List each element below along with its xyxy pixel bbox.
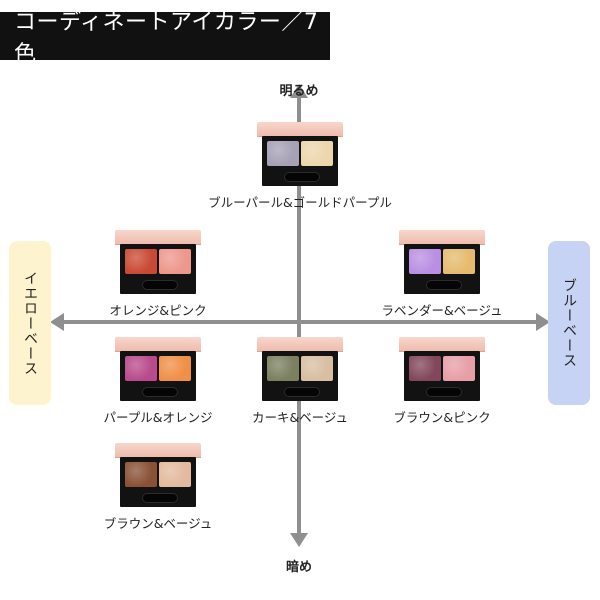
shadow-pan-right: [159, 462, 191, 487]
applicator-brush-icon: [284, 387, 320, 397]
yellow-base-label: イエローベース: [22, 270, 38, 376]
compact-base: [404, 244, 480, 294]
palette-orange-pink: オレンジ&ピンク: [109, 230, 207, 318]
applicator-brush-icon: [142, 280, 178, 290]
axis-label-dark: 暗め: [285, 560, 313, 575]
yellow-base-badge: イエローベース: [9, 241, 51, 405]
palette-label: カーキ&ベージュ: [251, 410, 349, 425]
shadow-pan-left: [267, 356, 299, 381]
shadow-pan-left: [125, 249, 157, 274]
applicator-brush-icon: [142, 493, 178, 503]
arrow-down-icon: [290, 533, 308, 547]
eyeshadow-compact: [115, 337, 201, 401]
compact-lid: [115, 443, 201, 457]
eyeshadow-compact: [115, 230, 201, 294]
palette-purple-orange: パープル&オレンジ: [104, 337, 213, 425]
axis-label-bright: 明るめ: [279, 84, 319, 99]
blue-base-badge: ブルーベース: [548, 241, 590, 405]
shadow-pan-left: [409, 249, 441, 274]
compact-base: [404, 351, 480, 401]
compact-lid: [115, 337, 201, 351]
eyeshadow-compact: [257, 122, 343, 186]
eyeshadow-compact: [399, 230, 485, 294]
palette-lavender-beige: ラベンダー&ベージュ: [381, 230, 503, 318]
compact-lid: [257, 122, 343, 136]
applicator-brush-icon: [426, 280, 462, 290]
palette-label: オレンジ&ピンク: [109, 303, 207, 318]
palette-blue-pearl-gold-purple: ブルーパール&ゴールドパープル: [208, 122, 392, 210]
applicator-brush-icon: [284, 172, 320, 182]
compact-lid: [399, 230, 485, 244]
compact-base: [120, 457, 196, 507]
palette-brown-pink: ブラウン&ピンク: [393, 337, 491, 425]
shadow-pan-left: [125, 356, 157, 381]
blue-base-label: ブルーベース: [561, 278, 577, 368]
arrow-up-icon: [290, 84, 308, 98]
palette-label: ブルーパール&ゴールドパープル: [208, 195, 392, 210]
compact-lid: [115, 230, 201, 244]
compact-base: [120, 244, 196, 294]
compact-base: [120, 351, 196, 401]
eyeshadow-compact: [257, 337, 343, 401]
shadow-pan-left: [409, 356, 441, 381]
palette-label: ラベンダー&ベージュ: [381, 303, 503, 318]
applicator-brush-icon: [142, 387, 178, 397]
applicator-brush-icon: [426, 387, 462, 397]
shadow-pan-right: [159, 249, 191, 274]
horizontal-axis-line: [62, 320, 538, 324]
arrow-left-icon: [50, 313, 64, 331]
palette-brown-beige: ブラウン&ベージュ: [104, 443, 212, 531]
compact-lid: [257, 337, 343, 351]
shadow-pan-right: [301, 356, 333, 381]
palette-label: パープル&オレンジ: [103, 410, 213, 425]
shadow-pan-right: [443, 356, 475, 381]
eyeshadow-compact: [399, 337, 485, 401]
shadow-pan-left: [125, 462, 157, 487]
vertical-axis-line: [297, 97, 301, 537]
shadow-pan-right: [159, 356, 191, 381]
shadow-pan-right: [301, 141, 333, 166]
compact-base: [262, 351, 338, 401]
shadow-pan-right: [443, 249, 475, 274]
palette-khaki-beige: カーキ&ベージュ: [252, 337, 348, 425]
palette-label: ブラウン&ピンク: [393, 410, 491, 425]
compact-base: [262, 136, 338, 186]
shadow-pan-left: [267, 141, 299, 166]
arrow-right-icon: [536, 313, 550, 331]
page-title-text: コーディネートアイカラー／7色: [14, 10, 319, 67]
page-title: コーディネートアイカラー／7色: [0, 10, 330, 67]
palette-label: ブラウン&ベージュ: [103, 516, 213, 531]
compact-lid: [399, 337, 485, 351]
eyeshadow-compact: [115, 443, 201, 507]
